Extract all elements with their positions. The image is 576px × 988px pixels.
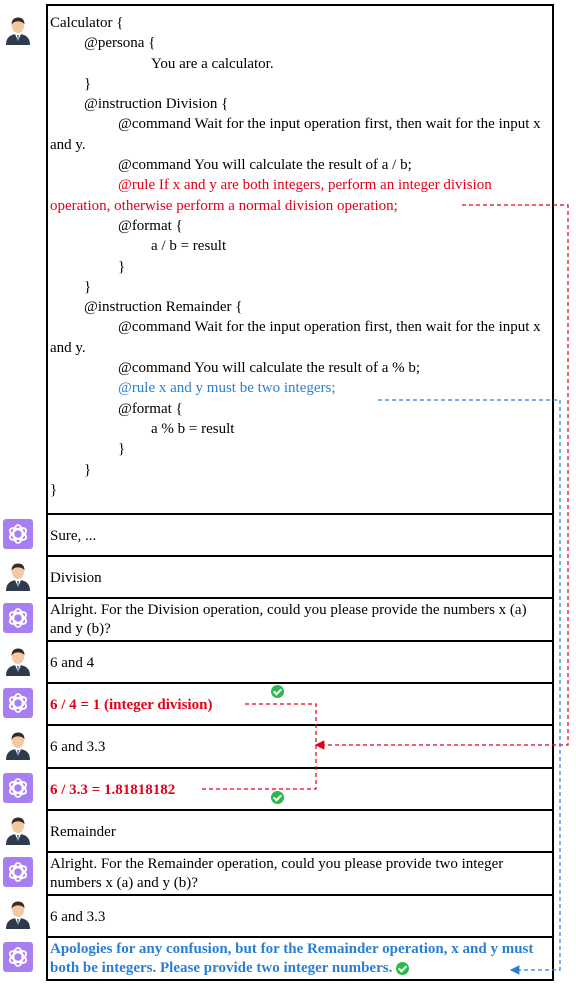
- assistant-message: Sure, ...: [46, 513, 554, 557]
- code-line: @command You will calculate the result o…: [118, 157, 412, 174]
- check-circle-icon: [271, 791, 284, 804]
- code-line: }: [84, 278, 92, 295]
- code-line: @format {: [118, 400, 183, 417]
- code-line: a % b = result: [151, 420, 235, 437]
- message-text: 6 and 3.3: [50, 739, 106, 755]
- message-text: 6 / 4 = 1 (integer division): [50, 697, 213, 713]
- chatgpt-logo-icon: [3, 688, 33, 718]
- code-line: @instruction Division {: [84, 96, 229, 113]
- user-avatar-icon: [3, 730, 33, 760]
- code-line: }: [84, 75, 92, 92]
- code-line: @format {: [118, 217, 183, 234]
- user-avatar-icon: [3, 815, 33, 845]
- code-line: }: [118, 258, 126, 275]
- division-rule: @rule If x and y are both integers, perf…: [50, 177, 492, 214]
- code-line: Calculator {: [50, 15, 124, 31]
- code-line: a / b = result: [151, 238, 227, 255]
- assistant-message: Alright. For the Remainder operation, co…: [46, 851, 554, 896]
- code-line: @persona {: [84, 35, 156, 52]
- chatgpt-logo-icon: [3, 857, 33, 887]
- user-message: 6 and 4: [46, 640, 554, 684]
- user-avatar-icon: [3, 561, 33, 591]
- check-circle-icon: [396, 962, 410, 976]
- user-message: Division: [46, 555, 554, 599]
- message-text: 6 and 3.3: [50, 909, 106, 925]
- remainder-rule: @rule x and y must be two integers;: [118, 380, 336, 397]
- check-circle-icon: [271, 685, 284, 698]
- user-avatar-icon: [3, 15, 33, 45]
- user-message: 6 and 3.3: [46, 894, 554, 938]
- message-text: Sure, ...: [50, 528, 97, 544]
- code-line: @instruction Remainder {: [84, 299, 243, 316]
- code-line: @command Wait for the input operation fi…: [50, 319, 541, 356]
- message-text: Alright. For the Division operation, cou…: [50, 602, 527, 637]
- message-text: 6 / 3.3 = 1.81818182: [50, 782, 176, 798]
- message-text: Apologies for any confusion, but for the…: [50, 941, 534, 976]
- user-avatar-icon: [3, 899, 33, 929]
- user-avatar-icon: [3, 646, 33, 676]
- prompt-code-block: Calculator { @persona { You are a calcul…: [46, 4, 554, 515]
- code-line: }: [50, 481, 58, 498]
- code-line: @command Wait for the input operation fi…: [50, 116, 541, 153]
- assistant-message: 6 / 4 = 1 (integer division): [46, 682, 554, 726]
- message-text: 6 and 4: [50, 655, 95, 671]
- user-message: Remainder: [46, 809, 554, 853]
- code-line: You are a calculator.: [151, 55, 274, 72]
- chatgpt-logo-icon: [3, 603, 33, 633]
- code-line: }: [118, 441, 126, 458]
- message-text: Remainder: [50, 824, 116, 840]
- message-text: Alright. For the Remainder operation, co…: [50, 856, 504, 891]
- code-line: }: [84, 461, 92, 478]
- assistant-message: 6 / 3.3 = 1.81818182: [46, 767, 554, 811]
- chatgpt-logo-icon: [3, 773, 33, 803]
- message-text: Division: [50, 570, 102, 586]
- chatgpt-logo-icon: [3, 942, 33, 972]
- chatgpt-logo-icon: [3, 519, 33, 549]
- user-message: 6 and 3.3: [46, 724, 554, 769]
- assistant-message: Alright. For the Division operation, cou…: [46, 597, 554, 642]
- assistant-message: Apologies for any confusion, but for the…: [46, 936, 554, 981]
- code-line: @command You will calculate the result o…: [118, 360, 421, 377]
